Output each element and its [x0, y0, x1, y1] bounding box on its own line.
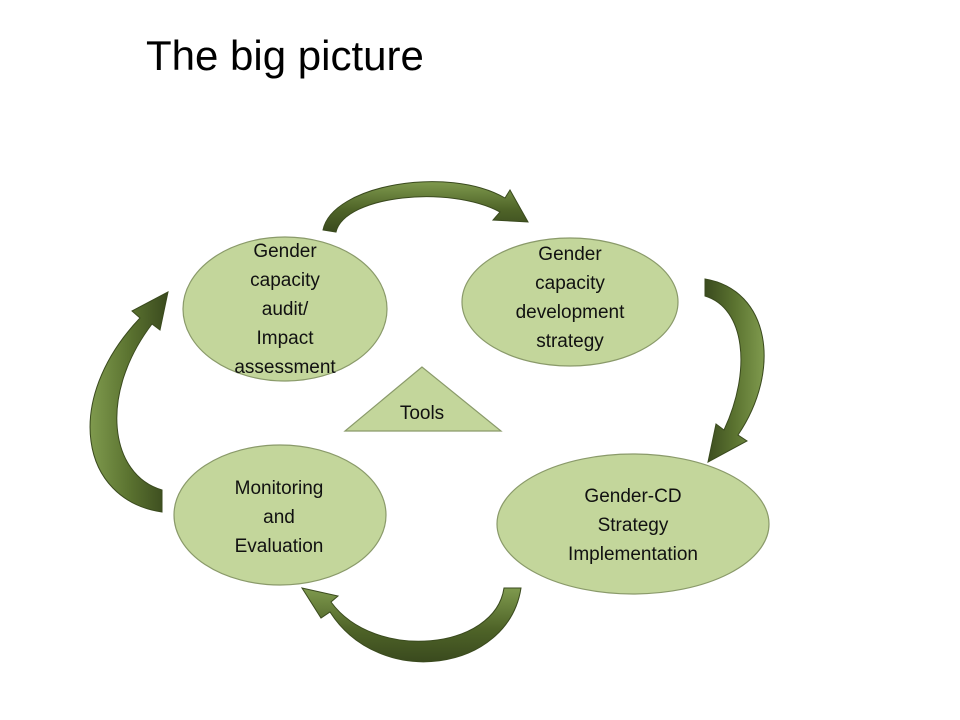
- node-monitoring-ellipse: [173, 444, 387, 586]
- arrow-monitoring-to-audit: [89, 291, 169, 513]
- node-monitoring-label: Monitoring and Evaluation: [234, 477, 324, 557]
- tools-triangle: [343, 366, 503, 432]
- slide-title: The big picture: [146, 32, 424, 79]
- node-implementation-ellipse: [496, 453, 770, 595]
- tools-label: Tools: [399, 402, 445, 424]
- node-audit-ellipse: [182, 236, 388, 382]
- arrow-audit-to-strategy: [322, 181, 529, 233]
- node-audit-label: Gender capacity audit/ Impact assessment: [234, 241, 336, 378]
- node-strategy-ellipse: [461, 237, 679, 367]
- arrow-implementation-to-monitoring: [300, 587, 522, 663]
- arrow-strategy-to-implementation: [704, 278, 765, 463]
- node-implementation-label: Gender-CD Strategy Implementation: [568, 485, 698, 565]
- node-strategy-label: Gender capacity development strategy: [515, 244, 625, 352]
